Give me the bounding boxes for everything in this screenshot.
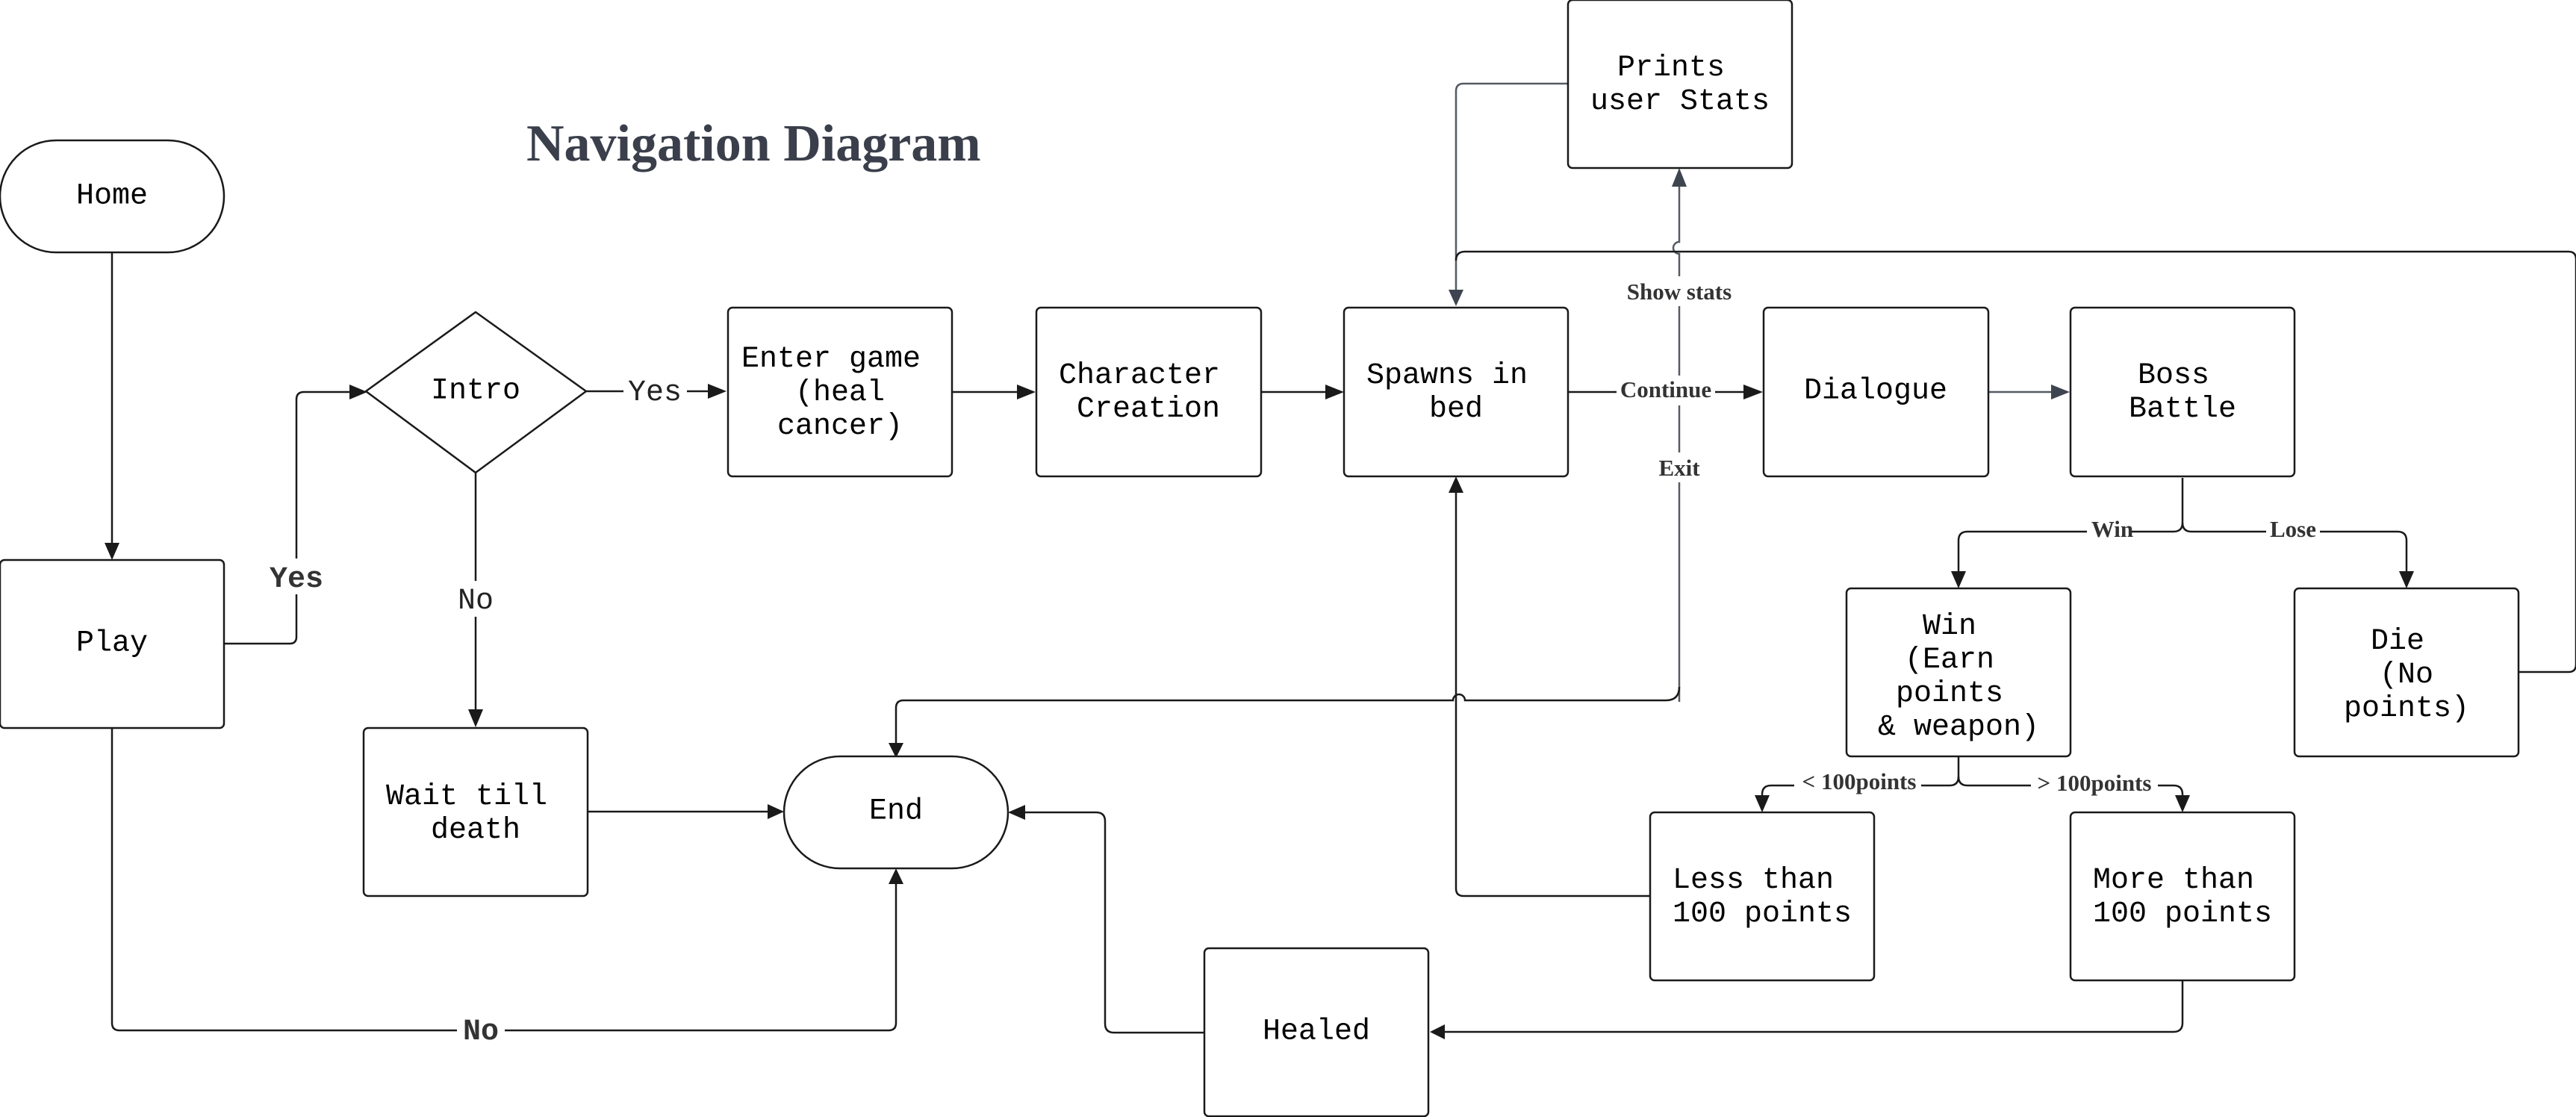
node-prints-user-stats: Prints user Stats	[1567, 0, 1793, 169]
arrowhead	[1449, 290, 1463, 306]
arrowhead	[1449, 476, 1463, 493]
node-less-than-100-label: Less than 100 points	[1673, 864, 1852, 931]
arrowhead	[1017, 385, 1036, 399]
edge-less-spawn	[1455, 493, 1650, 897]
arrowhead	[889, 743, 903, 758]
node-wait-till-death-label: Wait till death	[386, 780, 565, 847]
arrowhead	[889, 868, 903, 884]
edge-label-exit: Exit	[1658, 455, 1700, 481]
edge-label-win: Win	[2091, 516, 2133, 542]
node-win: Win (Earn points & weapon)	[1845, 587, 2072, 758]
nodes: Home Play Intro Enter game (heal cancer)…	[0, 0, 2520, 1117]
node-intro: Intro	[364, 311, 588, 474]
node-less-than-100: Less than 100 points	[1649, 811, 1876, 982]
node-character-creation-label: Character Creation	[1059, 359, 1238, 426]
edge-prints-spawn	[1455, 82, 1568, 293]
edge-label-show-stats: Show stats	[1627, 279, 1732, 305]
node-enter-game: Enter game (heal cancer)	[727, 306, 953, 478]
node-spawns-in-bed: Spawns in bed	[1343, 306, 1569, 478]
arrowhead	[105, 543, 119, 560]
arrowhead	[1008, 805, 1025, 820]
edge-label-less-100: < 100points	[1802, 768, 1917, 794]
edge-label-intro-no: No	[458, 585, 494, 618]
edge-play-intro	[224, 391, 355, 645]
edge-healed-end	[1021, 811, 1204, 1034]
node-home: Home	[0, 139, 225, 254]
edge-label-lose: Lose	[2270, 516, 2316, 542]
node-wait-till-death: Wait till death	[362, 726, 589, 897]
arrowhead	[349, 385, 367, 399]
arrowhead	[2175, 795, 2190, 812]
node-die-label: Die (No points)	[2344, 625, 2469, 726]
node-play-label: Play	[76, 627, 148, 661]
arrowhead	[468, 709, 483, 727]
node-enter-game-label: Enter game (heal cancer)	[741, 343, 939, 444]
diagram-title: Navigation Diagram	[526, 115, 981, 172]
node-spawns-in-bed-label: Spawns in bed	[1366, 359, 1546, 426]
arrowhead	[1755, 795, 1770, 812]
arrowhead	[1951, 571, 1966, 588]
edge-spawn-prints	[1672, 183, 1681, 702]
edge-label-intro-yes: Yes	[628, 376, 682, 410]
arrowhead	[2051, 385, 2070, 399]
edge-boss-win	[1957, 478, 2184, 575]
edge-label-more-100: > 100points	[2038, 770, 2152, 796]
node-more-than-100-label: More than 100 points	[2093, 864, 2272, 931]
arrowhead	[1743, 385, 1763, 399]
edge-labels: Yes Yes No No Show stats Continue Exit W…	[263, 276, 2320, 1049]
node-dialogue: Dialogue	[1762, 306, 1990, 478]
node-character-creation: Character Creation	[1035, 306, 1263, 478]
node-end-label: End	[869, 795, 923, 829]
edge-boss-die	[2181, 522, 2408, 575]
edge-spawn-end	[895, 686, 1681, 747]
arrowhead	[2399, 571, 2414, 588]
node-end: End	[783, 755, 1009, 870]
node-win-label: Win (Earn points & weapon)	[1878, 610, 2039, 744]
edge-more-healed	[1441, 980, 2184, 1033]
node-healed: Healed	[1203, 947, 1430, 1117]
node-play: Play	[0, 558, 225, 729]
node-healed-label: Healed	[1263, 1015, 1370, 1049]
node-dialogue-label: Dialogue	[1804, 375, 1947, 408]
arrowhead	[1325, 385, 1344, 399]
arrowhead	[768, 804, 784, 819]
node-more-than-100: More than 100 points	[2069, 811, 2296, 982]
node-die: Die (No points)	[2293, 587, 2520, 758]
arrowhead	[1430, 1024, 1445, 1039]
arrowhead	[1672, 168, 1687, 187]
node-intro-label: Intro	[431, 375, 520, 408]
node-home-label: Home	[76, 180, 148, 214]
node-prints-user-stats-label: Prints user Stats	[1590, 52, 1770, 119]
edge-label-play-no: No	[463, 1015, 499, 1049]
arrowhead	[708, 384, 727, 399]
edge-win-more	[1957, 776, 2184, 799]
edge-label-continue: Continue	[1620, 376, 1711, 402]
node-boss-battle: Boss Battle	[2069, 306, 2296, 478]
edge-die-spawn	[1455, 250, 2576, 673]
edge-label-play-yes: Yes	[270, 563, 323, 597]
node-boss-battle-label: Boss Battle	[2129, 359, 2236, 426]
